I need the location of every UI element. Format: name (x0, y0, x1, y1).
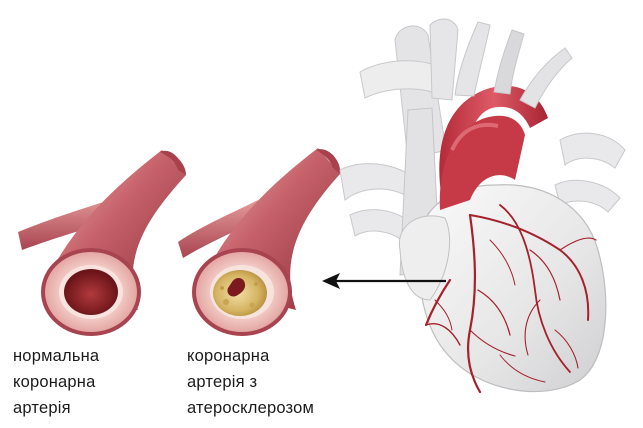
caption-line: коронарна (13, 369, 99, 395)
caption-line: атеросклерозом (187, 395, 314, 421)
caption-line: нормальна (13, 343, 99, 369)
atherosclerotic-artery-illustration (178, 148, 340, 336)
caption-atherosclerotic-artery: коронарна артерія з атеросклерозом (187, 343, 314, 421)
caption-line: артерія з (187, 369, 314, 395)
caption-line: коронарна (187, 343, 314, 369)
caption-normal-artery: нормальна коронарна артерія (13, 343, 99, 421)
caption-line: артерія (13, 395, 99, 421)
heart-illustration (340, 19, 625, 392)
normal-artery-illustration (18, 150, 186, 336)
